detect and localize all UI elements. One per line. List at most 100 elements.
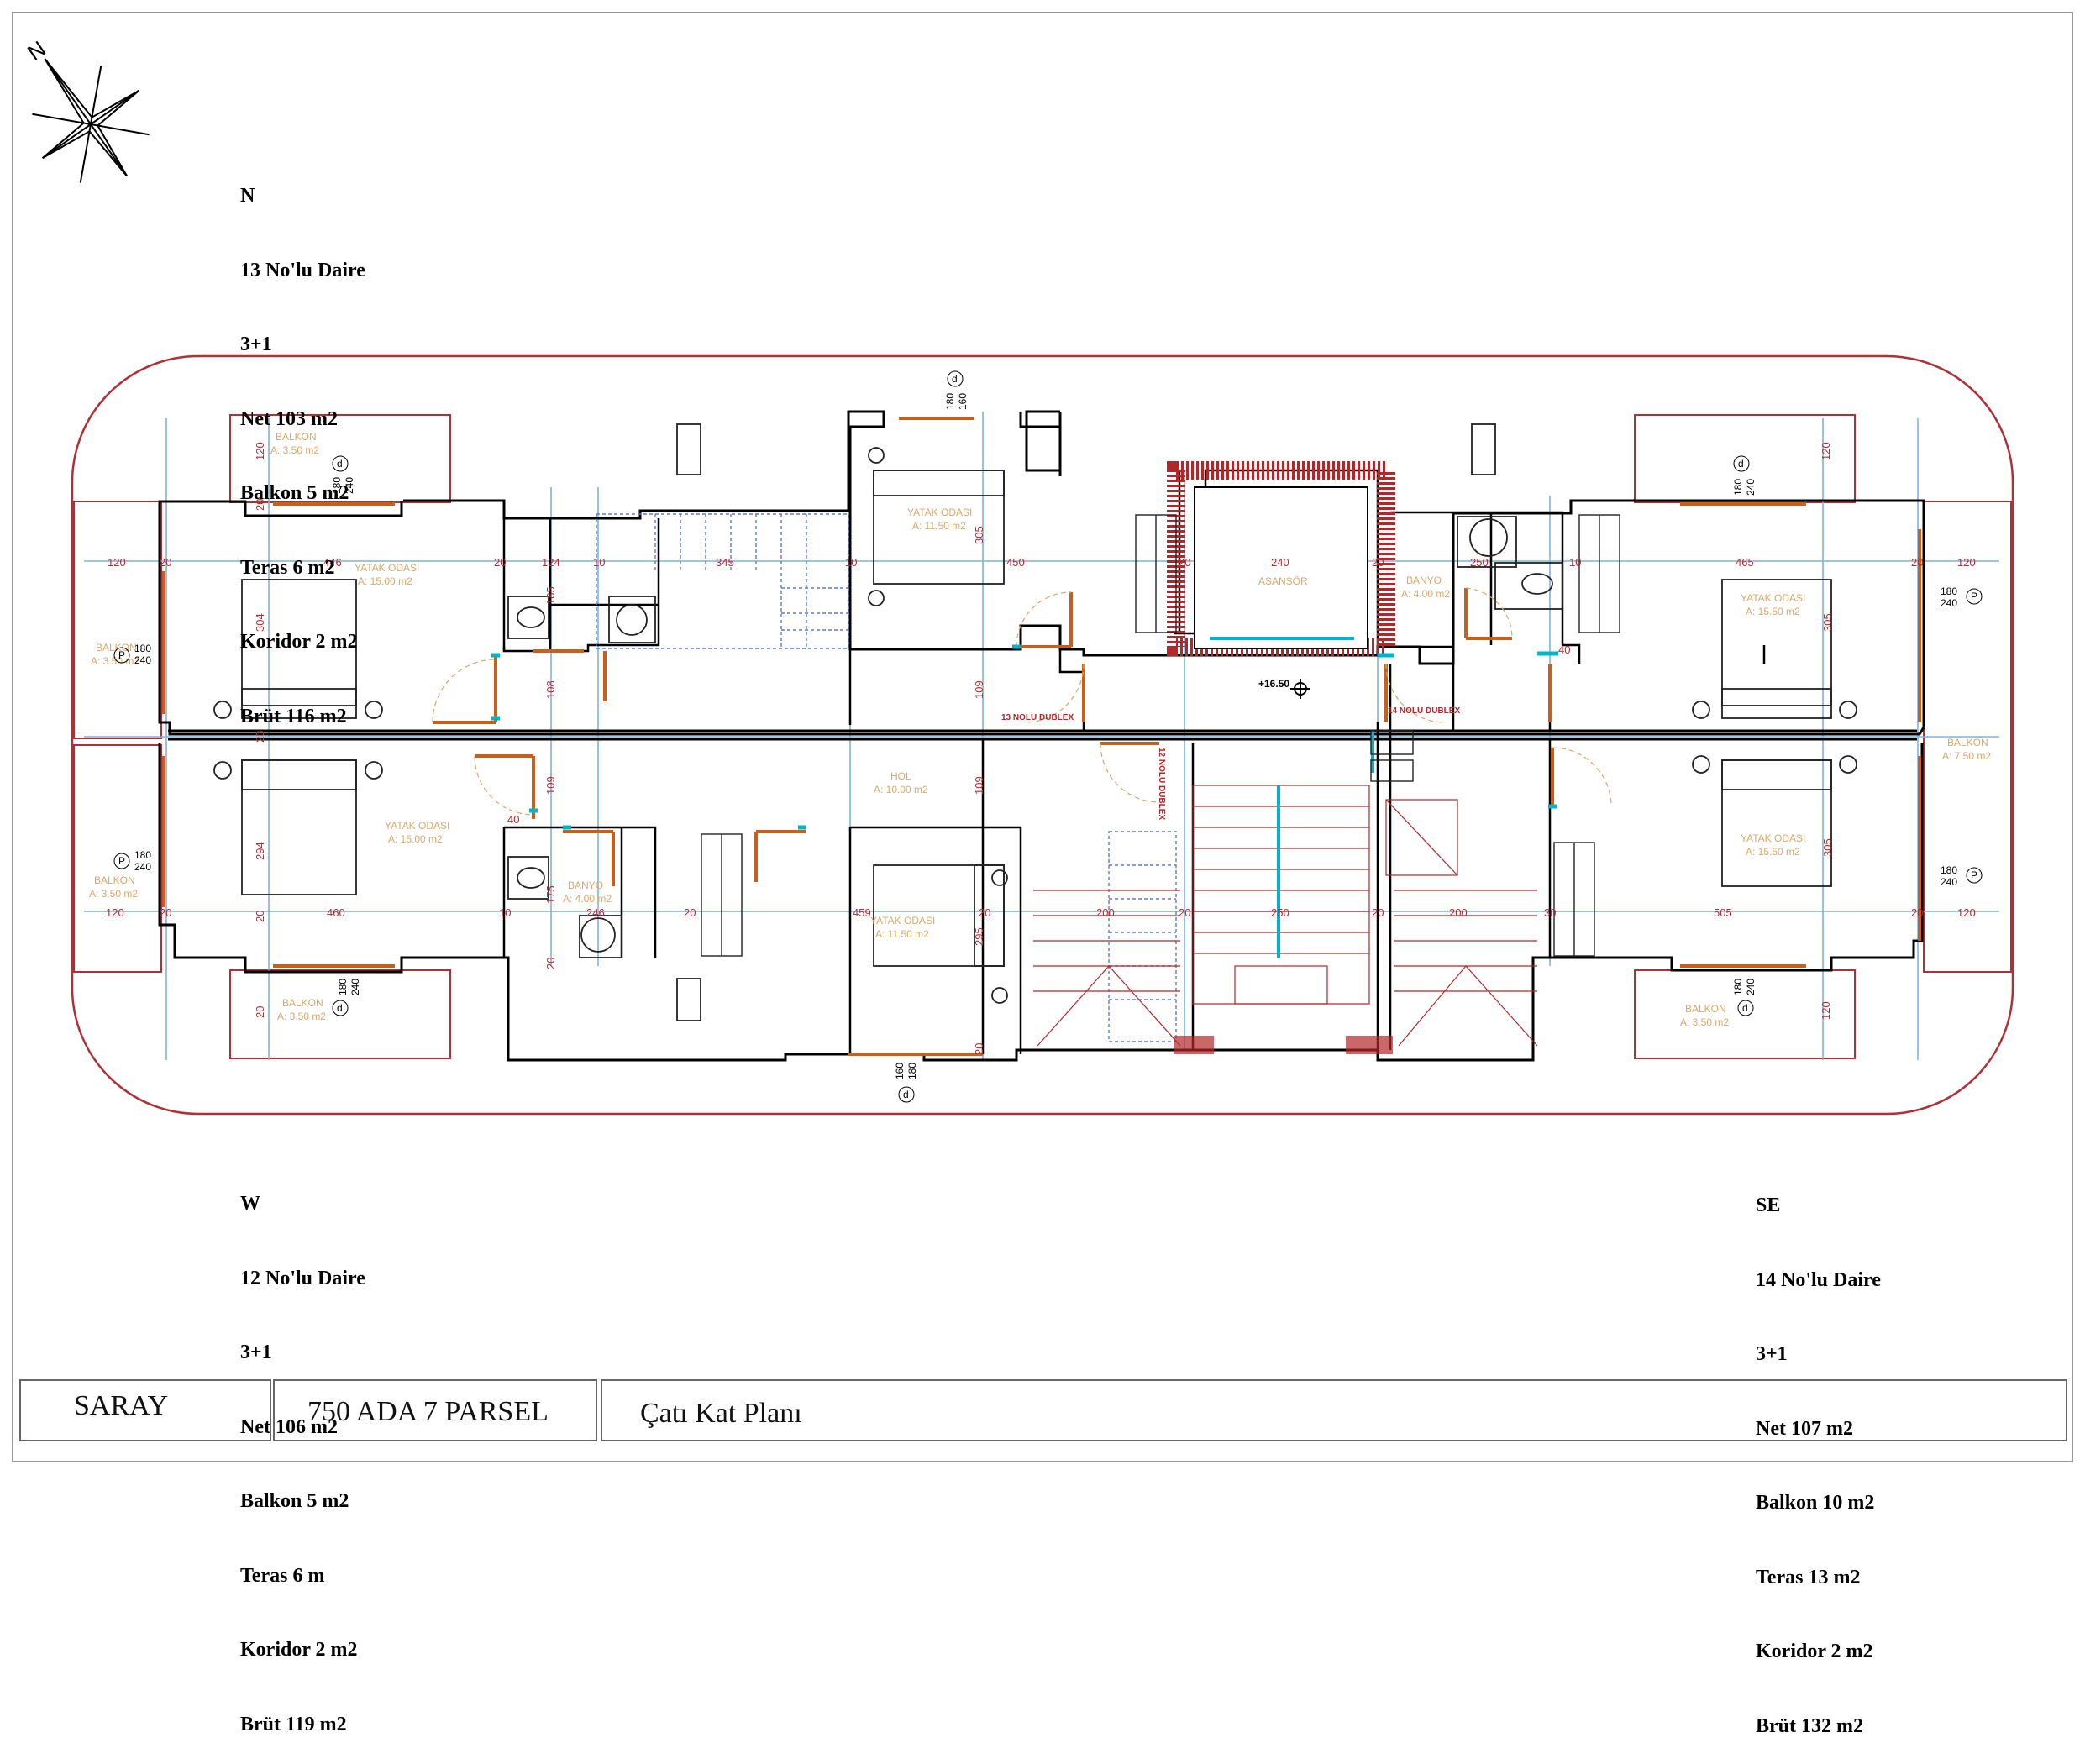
tag-r2-180: 180 bbox=[1941, 864, 1957, 876]
dimensions-top-row: 120 20 446 20 124 10 345 10 450 20 240 2… bbox=[108, 556, 1976, 569]
dim-h-bot-6: 20 bbox=[684, 906, 696, 919]
yatak-tr-area: A: 15.50 m2 bbox=[1746, 606, 1800, 617]
dim-v-17: 305 bbox=[1821, 613, 1834, 632]
tag-r1-180: 180 bbox=[1941, 585, 1957, 597]
level-value: +16.50 bbox=[1258, 678, 1289, 690]
tag-bottom-160: 160 bbox=[894, 1063, 906, 1079]
balkon-lt-area: A: 3.50 m2 bbox=[91, 655, 139, 667]
bathroom-fixtures bbox=[507, 423, 1563, 1021]
exterior-walls bbox=[158, 410, 1925, 1062]
balkon-br-area: A: 3.50 m2 bbox=[1680, 1016, 1729, 1028]
unit-n-brut: Brüt 116 m2 bbox=[240, 705, 347, 727]
balkon-bl-name: BALKON bbox=[282, 997, 323, 1009]
dim-h-bot-11: 250 bbox=[1271, 906, 1289, 919]
tag-tl-180: 180 bbox=[331, 477, 343, 494]
dim-h-bot-4: 10 bbox=[499, 906, 511, 919]
yatak-tr-name: YATAK ODASI bbox=[1741, 592, 1805, 604]
balkon-r-name: BALKON bbox=[1947, 737, 1988, 748]
tag-bottom-180: 180 bbox=[906, 1063, 918, 1079]
tag-tr-240: 240 bbox=[1745, 479, 1757, 496]
yatak-bl-area: A: 15.00 m2 bbox=[388, 833, 443, 845]
balkon-lb-name: BALKON bbox=[94, 874, 135, 886]
dim-v-21: 40 bbox=[507, 813, 519, 826]
tag-l1-180: 180 bbox=[134, 643, 151, 654]
unit-info-n: N 13 No'lu Daire 3+1 Net 103 m2 Balkon 5… bbox=[240, 134, 365, 754]
banyo-r-area: A: 4.00 m2 bbox=[1401, 588, 1450, 600]
unit-w-koridor: Koridor 2 m2 bbox=[240, 1639, 358, 1661]
dim-v-23: 20 bbox=[254, 1006, 266, 1018]
tag-l2-180: 180 bbox=[134, 849, 151, 861]
dim-v-4: 23 bbox=[254, 731, 266, 743]
asansor-name: ASANSÖR bbox=[1258, 575, 1308, 587]
yatak-br-name: YATAK ODASI bbox=[1741, 832, 1805, 844]
dim-h-top-6: 10 bbox=[593, 556, 605, 569]
balkon-lt-name: BALKON bbox=[96, 642, 137, 654]
dim-v-5: 294 bbox=[254, 842, 266, 860]
dim-h-bot-8: 20 bbox=[979, 906, 990, 919]
dim-h-top-15: 465 bbox=[1736, 556, 1754, 569]
yatak-tl-area: A: 15.00 m2 bbox=[358, 575, 412, 587]
unit-n-number: 13 No'lu Daire bbox=[240, 259, 365, 281]
dim-h-top-9: 450 bbox=[1006, 556, 1025, 569]
dim-h-bot-15: 505 bbox=[1714, 906, 1732, 919]
stair-steps-hatched bbox=[1033, 785, 1538, 1047]
balkon-tl-name: BALKON bbox=[276, 431, 317, 443]
tag-tl-240: 240 bbox=[344, 477, 355, 494]
tag-top-160: 160 bbox=[957, 393, 969, 410]
yatak-br-area: A: 15.50 m2 bbox=[1746, 846, 1800, 858]
dim-v-14: 109 bbox=[973, 776, 985, 795]
bed-furniture bbox=[213, 447, 1857, 1004]
yatak-tl-name: YATAK ODASI bbox=[355, 562, 419, 574]
banyo-l-name: BANYO bbox=[568, 879, 603, 891]
dim-h-top-10: 20 bbox=[1179, 556, 1190, 569]
roof-floor-plan-sheet: N bbox=[12, 12, 2073, 1462]
tag-l1-240: 240 bbox=[134, 654, 151, 666]
banyo-l-area: A: 4.00 m2 bbox=[563, 893, 612, 905]
tag-r2-240: 240 bbox=[1941, 876, 1957, 888]
dim-h-bot-2: 20 bbox=[160, 906, 171, 919]
banyo-r-name: BANYO bbox=[1406, 575, 1442, 586]
dim-v-6: 20 bbox=[254, 911, 266, 922]
dim-h-bot-3: 460 bbox=[327, 906, 345, 919]
tag-d-bl: d bbox=[337, 1002, 343, 1014]
hol-name: HOL bbox=[890, 770, 911, 782]
unit-se-brut: Brüt 132 m2 bbox=[1756, 1714, 1863, 1737]
dim-h-top-16: 20 bbox=[1911, 556, 1923, 569]
tag-p-r1: P bbox=[1971, 591, 1977, 602]
dim-v-18: 305 bbox=[1821, 838, 1834, 857]
unit-se-net: Net 107 m2 bbox=[1756, 1417, 1853, 1440]
dublex-12-label: 12 NOLU DUBLEX bbox=[1157, 748, 1166, 820]
tag-br-240: 240 bbox=[1745, 979, 1757, 995]
dim-h-top-12: 20 bbox=[1372, 556, 1384, 569]
sheet-frame bbox=[12, 12, 2073, 1462]
unit-n-layout: 3+1 bbox=[240, 333, 272, 355]
balkon-br-name: BALKON bbox=[1685, 1003, 1726, 1015]
dim-h-top-4: 20 bbox=[494, 556, 506, 569]
tag-d-tr: d bbox=[1738, 458, 1744, 470]
unit-n-direction: N bbox=[240, 185, 255, 207]
yatak-bc-name: YATAK ODASI bbox=[870, 915, 935, 927]
tag-tr-180: 180 bbox=[1732, 479, 1744, 496]
site-outline bbox=[71, 354, 2014, 1116]
tag-br-180: 180 bbox=[1732, 979, 1744, 995]
dim-v-22: 40 bbox=[1558, 643, 1570, 656]
unit-se-number: 14 No'lu Daire bbox=[1756, 1268, 1881, 1291]
tag-bl-240: 240 bbox=[349, 979, 361, 995]
yatak-tc-name: YATAK ODASI bbox=[907, 507, 972, 518]
level-marker: +16.50 bbox=[1258, 678, 1310, 699]
stair-landing-hatch bbox=[1174, 1036, 1393, 1054]
dublex-14-label: 14 NOLU DUBLEX bbox=[1388, 706, 1460, 716]
dim-h-bot-13: 200 bbox=[1449, 906, 1468, 919]
dim-h-bot-12: 20 bbox=[1372, 906, 1384, 919]
title-block-project: SARAY bbox=[74, 1390, 169, 1421]
dim-h-bot-1: 120 bbox=[106, 906, 124, 919]
dimensions-vertical: 120 20 304 23 294 20 185 108 109 175 20 … bbox=[254, 442, 1834, 1055]
dim-v-2: 20 bbox=[254, 499, 266, 511]
dim-v-11: 20 bbox=[544, 958, 557, 969]
unit-w-number: 12 No'lu Daire bbox=[240, 1267, 365, 1289]
dim-h-bot-10: 20 bbox=[1179, 906, 1190, 919]
dim-h-top-3: 446 bbox=[323, 556, 342, 569]
elevator-shaft bbox=[1167, 461, 1395, 656]
unit-se-layout: 3+1 bbox=[1756, 1343, 1788, 1365]
unit-se-direction: SE bbox=[1756, 1194, 1781, 1216]
